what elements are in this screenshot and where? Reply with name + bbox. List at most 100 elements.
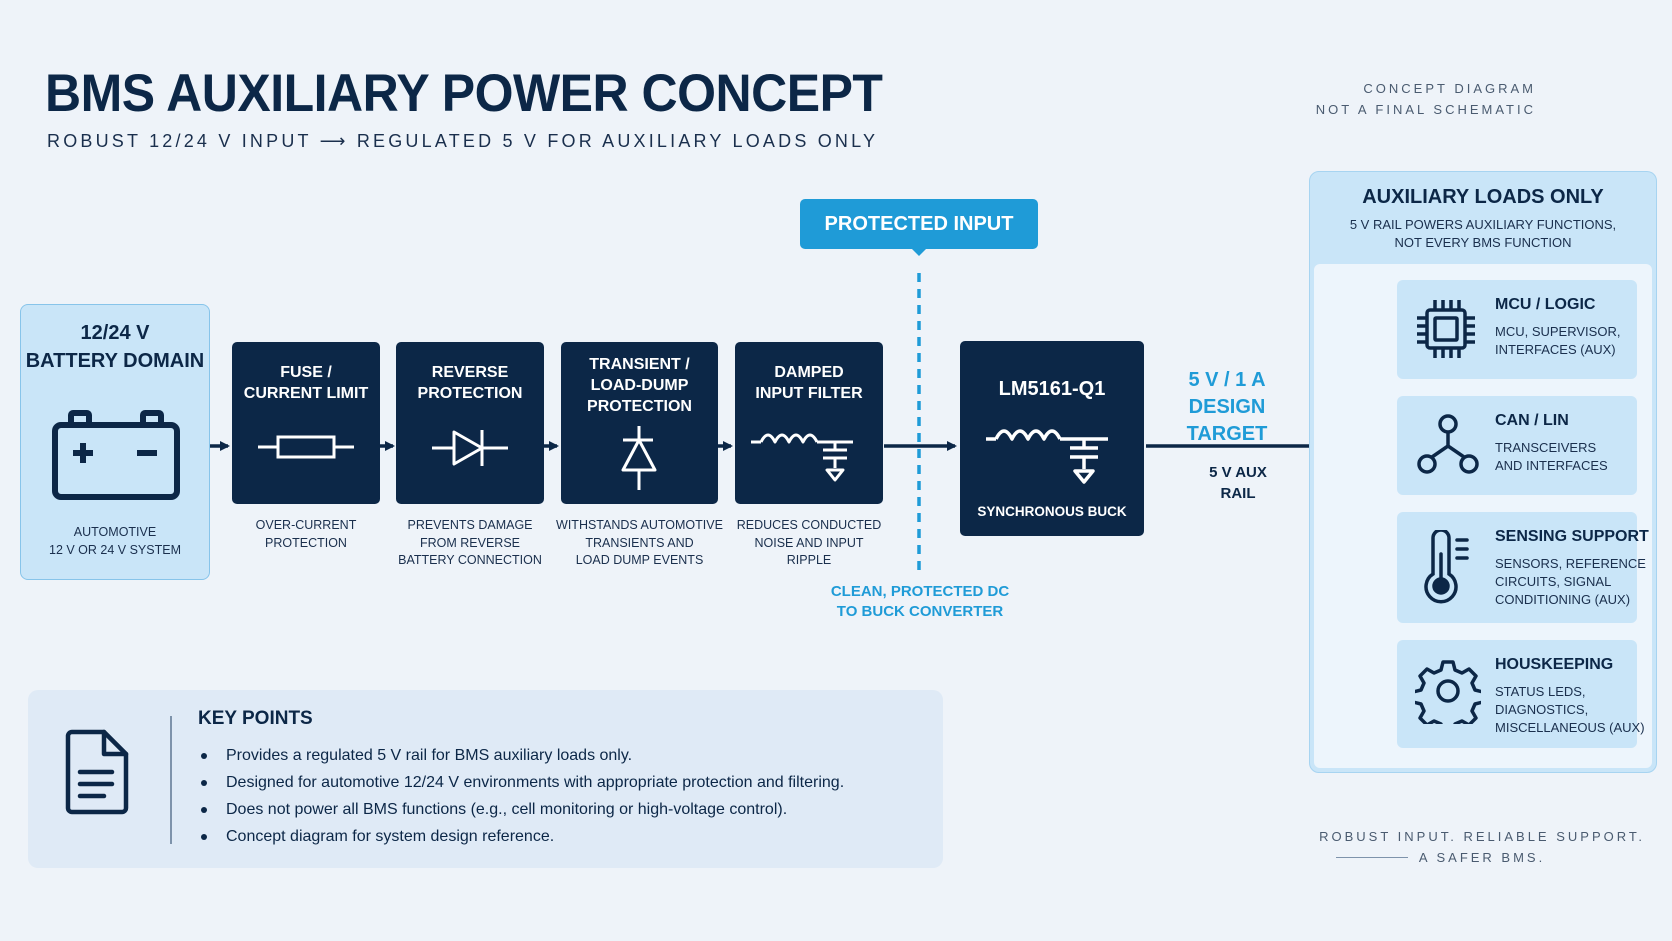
design-target-line2: DESIGN TARGET (1186, 396, 1268, 445)
housekeeping-description: STATUS LEDS, DIAGNOSTICS, MISCELLANEOUS … (1495, 683, 1645, 737)
filter-title-line2: INPUT FILTER (755, 385, 863, 402)
protected-input-badge: PROTECTED INPUT (800, 199, 1038, 249)
page-title: BMS AUXILIARY POWER CONCEPT (45, 63, 883, 123)
can-lin-desc-line1: TRANSCEIVERS (1495, 440, 1597, 455)
reverse-title-line1: REVERSE (431, 364, 509, 381)
gear-icon (1415, 660, 1481, 724)
input-filter-block: DAMPED INPUT FILTER (735, 342, 883, 504)
housekeeping-desc-line1: STATUS LEDS, (1495, 684, 1586, 699)
fuse-caption-line1: OVER-CURRENT (255, 518, 357, 532)
aux-subtitle-line2: NOT EVERY BMS FUNCTION (1394, 235, 1572, 250)
transient-protection-block: TRANSIENT / LOAD-DUMP PROTECTION (561, 342, 718, 504)
filter-caption-line1: REDUCES CONDUCTED (736, 518, 882, 532)
battery-icon (52, 410, 180, 500)
concept-note-line1: CONCEPT DIAGRAM (1363, 81, 1536, 96)
document-icon (65, 729, 129, 815)
key-point-item: Does not power all BMS functions (e.g., … (198, 796, 844, 823)
converter-title: LM5161-Q1 (998, 378, 1106, 400)
fuse-block-title: FUSE / CURRENT LIMIT (232, 362, 380, 404)
converter-subtitle: SYNCHRONOUS BUCK (977, 504, 1127, 519)
key-point-item: Designed for automotive 12/24 V environm… (198, 769, 844, 796)
filter-caption-line3: RIPPLE (786, 553, 832, 567)
thermometer-icon (1424, 530, 1469, 604)
protected-input-caption: CLEAN, PROTECTED DC TO BUCK CONVERTER (820, 582, 1020, 622)
battery-caption-line1: AUTOMOTIVE (73, 525, 157, 539)
filter-caption-line2: NOISE AND INPUT (754, 535, 864, 550)
transient-caption: WITHSTANDS AUTOMOTIVE TRANSIENTS AND LOA… (549, 517, 730, 570)
key-point-item: Provides a regulated 5 V rail for BMS au… (198, 742, 844, 769)
reverse-block-title: REVERSE PROTECTION (396, 362, 544, 404)
lc-filter-icon (751, 433, 853, 482)
buck-inductor-icon (986, 429, 1108, 484)
transient-title-line1: TRANSIENT / (589, 356, 690, 373)
mcu-desc-line1: MCU, SUPERVISOR, (1495, 324, 1621, 339)
battery-caption: AUTOMOTIVE 12 V OR 24 V SYSTEM (21, 523, 209, 559)
housekeeping-title: HOUSKEEPING (1495, 656, 1614, 673)
fuse-title-line2: CURRENT LIMIT (243, 385, 369, 402)
fuse-caption-line2: PROTECTION (265, 535, 347, 550)
protected-caption-line1: CLEAN, PROTECTED DC (830, 583, 1010, 600)
tagline-rule (1336, 857, 1408, 858)
page-subtitle: ROBUST 12/24 V INPUT ⟶ REGULATED 5 V FOR… (47, 131, 879, 151)
sensing-desc-line2: CIRCUITS, SIGNAL (1495, 574, 1612, 589)
reverse-caption-line1: PREVENTS DAMAGE (407, 518, 533, 532)
key-points-divider (170, 716, 172, 844)
aux-loads-subtitle: 5 V RAIL POWERS AUXILIARY FUNCTIONS, NOT… (1310, 216, 1656, 252)
sensing-desc-line1: SENSORS, REFERENCE (1495, 556, 1646, 571)
filter-caption: REDUCES CONDUCTED NOISE AND INPUT RIPPLE (720, 517, 898, 570)
load-card-sensing: SENSING SUPPORT SENSORS, REFERENCE CIRCU… (1397, 512, 1649, 623)
key-point-item: Concept diagram for system design refere… (198, 823, 844, 850)
housekeeping-desc-line3: MISCELLANEOUS (AUX) (1495, 720, 1645, 735)
reverse-title-line2: PROTECTION (417, 385, 523, 402)
chip-icon (1417, 300, 1475, 358)
can-lin-description: TRANSCEIVERS AND INTERFACES (1495, 439, 1608, 475)
aux-loads-title: AUXILIARY LOADS ONLY (1362, 186, 1604, 208)
aux-rail-line2: RAIL (1220, 485, 1256, 502)
load-card-can-lin: CAN / LIN TRANSCEIVERS AND INTERFACES (1397, 396, 1637, 495)
filter-title-line1: DAMPED (774, 364, 844, 381)
network-icon (1417, 414, 1479, 474)
transient-caption-line3: LOAD DUMP EVENTS (575, 553, 704, 567)
fuse-icon (258, 435, 354, 459)
transient-title-line3: PROTECTION (587, 398, 692, 415)
fuse-caption: OVER-CURRENT PROTECTION (222, 517, 390, 552)
aux-rail-label: 5 V AUX RAIL (1188, 462, 1288, 504)
transient-caption-line2: TRANSIENTS AND (585, 535, 694, 550)
key-points-panel: KEY POINTS Provides a regulated 5 V rail… (28, 690, 943, 868)
protected-caption-line2: TO BUCK CONVERTER (836, 603, 1004, 620)
sensing-title: SENSING SUPPORT (1495, 528, 1649, 545)
tagline-line2: A SAFER BMS. (1418, 850, 1546, 865)
buck-converter-block: LM5161-Q1 SYNCHRONOUS BUCK (960, 341, 1144, 536)
can-lin-desc-line2: AND INTERFACES (1495, 458, 1608, 473)
battery-domain-title: 12/24 V BATTERY DOMAIN (21, 319, 209, 375)
protected-badge-pointer (911, 248, 927, 256)
battery-title-line2: BATTERY DOMAIN (25, 350, 205, 372)
reverse-caption-line3: BATTERY CONNECTION (398, 553, 542, 567)
design-target-line1: 5 V / 1 A (1188, 369, 1266, 391)
mcu-title: MCU / LOGIC (1495, 296, 1596, 313)
tvs-diode-icon (621, 426, 657, 490)
diode-icon (432, 430, 508, 466)
housekeeping-desc-line2: DIAGNOSTICS, (1495, 702, 1589, 717)
key-points-list: Provides a regulated 5 V rail for BMS au… (198, 742, 844, 850)
load-card-mcu: MCU / LOGIC MCU, SUPERVISOR, INTERFACES … (1397, 280, 1637, 379)
concept-note: CONCEPT DIAGRAM NOT A FINAL SCHEMATIC (1316, 78, 1536, 120)
fuse-current-limit-block: FUSE / CURRENT LIMIT (232, 342, 380, 504)
design-target-label: 5 V / 1 A DESIGN TARGET (1148, 367, 1306, 448)
fuse-title-line1: FUSE / (280, 364, 332, 381)
battery-domain-panel: 12/24 V BATTERY DOMAIN AUTOMOTIVE 12 V O… (20, 304, 210, 580)
reverse-protection-block: REVERSE PROTECTION (396, 342, 544, 504)
transient-caption-line1: WITHSTANDS AUTOMOTIVE (556, 518, 723, 532)
battery-caption-line2: 12 V OR 24 V SYSTEM (49, 543, 181, 557)
sensing-description: SENSORS, REFERENCE CIRCUITS, SIGNAL COND… (1495, 555, 1646, 609)
tagline: ROBUST INPUT. RELIABLE SUPPORT. A SAFER … (1319, 826, 1645, 868)
mcu-desc-line2: INTERFACES (AUX) (1495, 342, 1616, 357)
aux-rail-line1: 5 V AUX (1209, 464, 1267, 481)
transient-title-line2: LOAD-DUMP (590, 377, 689, 394)
filter-block-title: DAMPED INPUT FILTER (735, 362, 883, 404)
load-card-housekeeping: HOUSKEEPING STATUS LEDS, DIAGNOSTICS, MI… (1397, 640, 1645, 748)
concept-note-line2: NOT A FINAL SCHEMATIC (1315, 102, 1536, 117)
tagline-line1: ROBUST INPUT. RELIABLE SUPPORT. (1319, 829, 1645, 844)
reverse-caption: PREVENTS DAMAGE FROM REVERSE BATTERY CON… (384, 517, 556, 570)
mcu-description: MCU, SUPERVISOR, INTERFACES (AUX) (1495, 323, 1620, 359)
